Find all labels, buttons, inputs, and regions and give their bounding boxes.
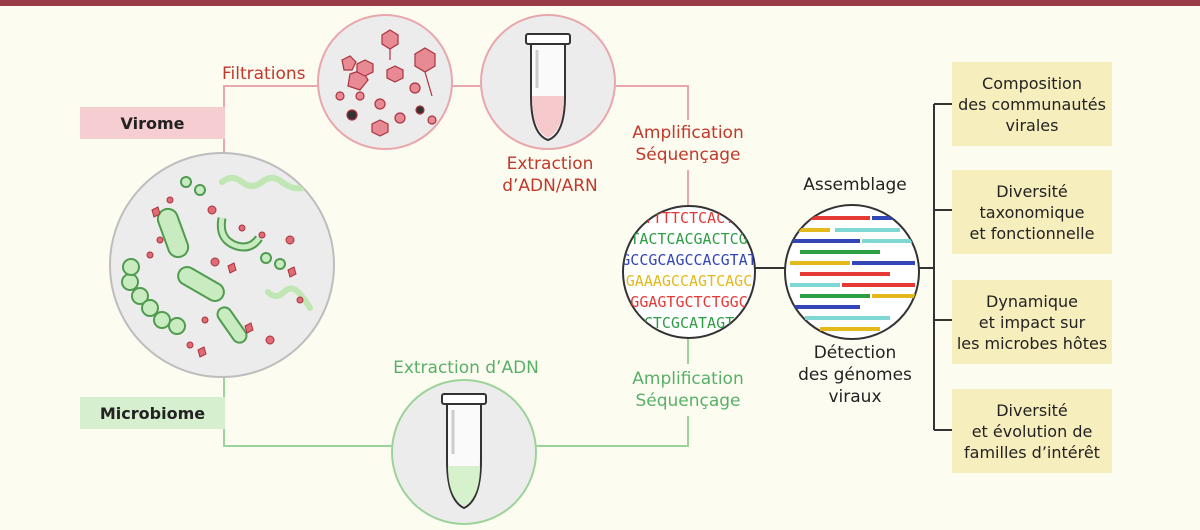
microbiome-tag: Microbiome	[80, 397, 225, 429]
spirochete	[219, 175, 305, 192]
sequencing-reads-circle: ATTTTCTCACTC TACTCACGACTCG GCCGCAGCCACGTAT…	[621, 205, 756, 339]
extraction-tube-microbiome	[391, 379, 537, 525]
microbiome-sample-circle	[109, 152, 335, 378]
virome-tag: Virome	[80, 107, 225, 139]
virus-particles	[146, 196, 304, 358]
amplification-label-virome: Amplification Séquençage	[632, 123, 744, 165]
outcome-box-dynamics: Dynamique et impact sur les microbes hôt…	[952, 280, 1112, 364]
bacteria-shapes	[121, 176, 286, 344]
sequence-read: ATTTTCTCACTC	[635, 209, 743, 227]
sequence-read: TACTCACGACTCG	[630, 230, 747, 248]
viral-particles-circle	[317, 14, 453, 150]
detection-label: Détection des génomes viraux	[798, 343, 912, 407]
filtrations-label: Filtrations	[222, 64, 306, 84]
extraction-label-microbiome: Extraction d’ADN	[393, 358, 539, 378]
outcome-box-diversity-taxonomic: Diversité taxonomique et fonctionnelle	[952, 170, 1112, 254]
extraction-tube-virome	[480, 14, 616, 150]
sequence-read: CTCGCATAGT	[644, 314, 734, 332]
assembly-label: Assemblage	[803, 175, 907, 195]
extraction-label-virome: Extraction d’ADN/ARN	[502, 154, 598, 196]
outcome-box-evolution: Diversité et évolution de familles d’int…	[952, 389, 1112, 473]
top-border	[0, 0, 1200, 6]
output-connector	[755, 103, 952, 431]
sequence-read: GCCGCAGCCACGTAT	[621, 251, 756, 269]
assembly-circle	[784, 204, 920, 340]
outcome-box-composition: Composition des communautés virales	[952, 62, 1112, 146]
sequence-read: GGAGTGCTCTGGC	[630, 293, 747, 311]
amplification-label-microbiome: Amplification Séquençage	[632, 369, 744, 411]
sequence-read: GAAAGCCAGTCAGC	[626, 272, 752, 290]
